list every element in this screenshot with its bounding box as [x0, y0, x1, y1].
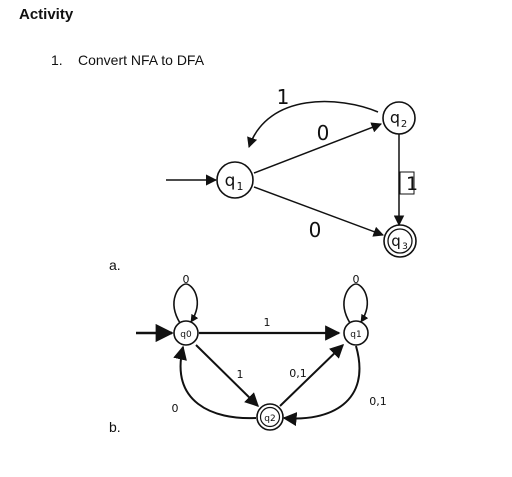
nfa-label-q1-q3: 0 [309, 218, 322, 242]
nfa-label-box [399, 171, 415, 195]
nfa-label-q1-q2: 0 [317, 121, 330, 145]
nfa-edge-q1-q3 [253, 186, 384, 237]
nfa-state-q3-letter: q [391, 232, 401, 250]
nfa-edge-q1-q2 [253, 122, 382, 174]
dfa-state-q1: q1 [343, 320, 369, 346]
nfa-state-q2-sub: 2 [401, 119, 407, 130]
dfa-edge-q2-q1 [279, 344, 345, 407]
nfa-state-q1: q 1 [216, 161, 254, 199]
question-number: 1. [51, 52, 63, 68]
dfa-label-loop-q1: 0 [353, 273, 360, 286]
nfa-state-q1-letter: q [225, 171, 236, 191]
dfa-label-q2-q0: 0 [172, 402, 179, 415]
dfa-loop-q1 [343, 283, 369, 324]
dfa-state-q0: q0 [173, 320, 199, 346]
page-title: Activity [19, 6, 74, 23]
nfa-label-q2-q1: 1 [277, 85, 290, 109]
nfa-label-q2-q3: 1 [406, 173, 418, 195]
option-b-label: b. [109, 419, 121, 435]
dfa-label-q0-q2: 1 [237, 368, 244, 381]
nfa-state-q3: q 3 [383, 224, 417, 258]
dfa-state-q2: q2 [256, 403, 284, 431]
question-text: Convert NFA to DFA [78, 52, 205, 68]
nfa-state-q2: q 2 [382, 101, 416, 135]
dfa-edge-q1-q2 [282, 345, 361, 427]
dfa-diagram: 0 0 1 1 0,1 0 0,1 q0 q1 q2 [136, 273, 387, 431]
dfa-state-q0-label: q0 [180, 330, 192, 340]
nfa-diagram: 1 0 0 1 q 1 q 2 q 3 [166, 85, 418, 258]
dfa-label-q1-q2: 0,1 [369, 395, 387, 408]
question-item: 1. Convert NFA to DFA [51, 52, 204, 68]
dfa-loop-q0 [173, 283, 199, 324]
dfa-label-loop-q0: 0 [183, 273, 190, 286]
nfa-state-q1-sub: 1 [237, 180, 244, 193]
nfa-state-q2-letter: q [390, 108, 400, 127]
dfa-label-q0-q1: 1 [264, 316, 271, 329]
dfa-edge-q0-q2 [195, 344, 259, 407]
dfa-edge-q2-q0 [173, 345, 257, 420]
option-a-label: a. [109, 257, 121, 273]
nfa-state-q3-sub: 3 [402, 242, 408, 252]
dfa-state-q2-label: q2 [264, 414, 275, 424]
nfa-edge-q2-q1 [247, 100, 379, 148]
dfa-state-q1-label: q1 [350, 330, 361, 340]
dfa-label-q2-q1: 0,1 [289, 367, 307, 380]
